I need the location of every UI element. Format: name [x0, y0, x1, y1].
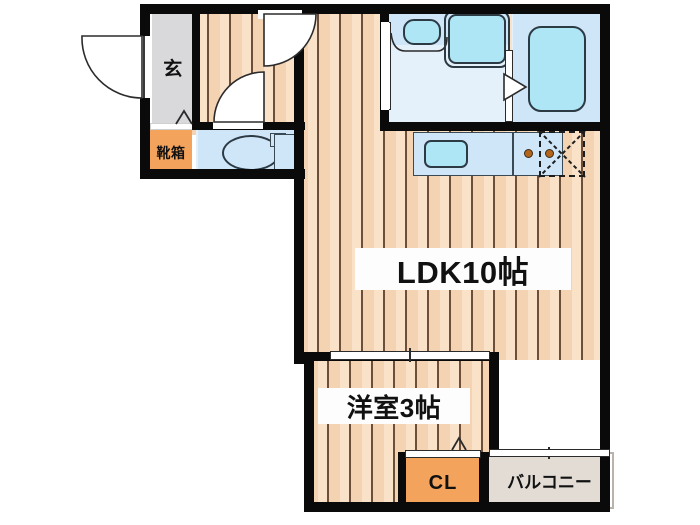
stove-burner-icon	[524, 149, 533, 158]
closet-label: CL	[428, 471, 458, 494]
kitchen-sink-icon	[424, 140, 468, 168]
toilet-door-icon[interactable]	[213, 71, 266, 124]
closet-door[interactable]	[405, 450, 481, 458]
genkan-label: 玄	[163, 58, 183, 80]
toilet-door-opening	[213, 120, 263, 129]
bedroom-sliding-door-rail	[409, 348, 411, 362]
entrance-door-frame	[143, 36, 145, 98]
wall-top-left	[140, 4, 610, 14]
wall-bedroom-left	[304, 352, 314, 512]
entrance-door-opening	[140, 36, 150, 98]
entrance-door-icon[interactable]	[78, 34, 144, 102]
washing-machine-space-icon	[539, 131, 585, 177]
washroom-unit-icon	[448, 14, 506, 64]
bathtub-icon	[528, 26, 586, 112]
closet-step-arrow-icon	[451, 436, 467, 451]
wall-ldk-left	[294, 4, 304, 364]
ldk-label: LDK10帖	[355, 248, 571, 290]
closet-box	[405, 457, 480, 509]
wall-washroom-bottom	[380, 122, 605, 131]
hall-ldk-door-icon[interactable]	[262, 13, 318, 70]
genkan-floor	[152, 14, 194, 124]
wall-bottom-outer	[304, 502, 610, 512]
wall-right-outer	[600, 4, 610, 510]
wall-closet-left	[398, 452, 406, 510]
wall-bottom-left-block	[140, 169, 305, 179]
shoe-cabinet-label: 靴箱	[156, 145, 186, 161]
balcony-sliding-window[interactable]	[489, 449, 610, 457]
bedroom-label: 洋室3帖	[318, 388, 470, 424]
genkan-step-arrow-icon	[175, 109, 193, 125]
wall-closet-right	[479, 452, 489, 510]
washroom-entry-opening	[381, 22, 389, 110]
washing-machine-x-icon	[538, 130, 586, 178]
washroom-unit-outer	[444, 10, 510, 68]
balcony-label: バルコニー	[507, 472, 592, 492]
wall-genkan-right	[192, 4, 200, 130]
stove-counter	[513, 132, 563, 176]
wall-bedroom-right	[489, 352, 499, 457]
bathroom-door-arrow-icon	[503, 72, 528, 102]
balcony-floor	[488, 456, 610, 504]
stove-burner-icon	[545, 149, 554, 158]
vanity-sink-icon	[403, 19, 441, 45]
